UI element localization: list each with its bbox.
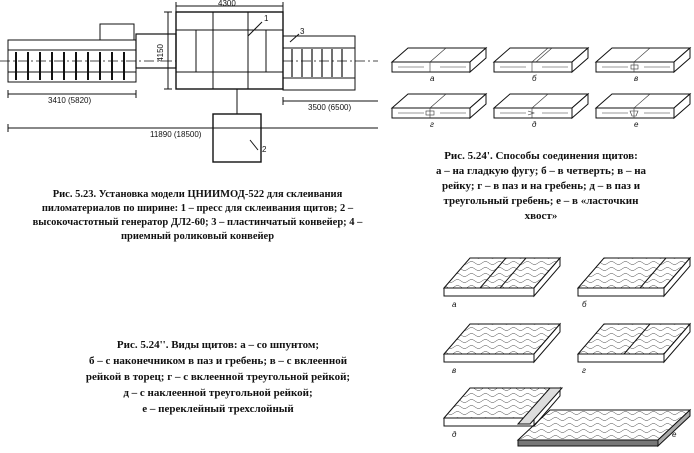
joint-label-e: е [634,120,639,129]
caption-joints-line-2: а – на гладкую фугу; б – в четверть; в –… [435,165,647,177]
caption-joints-line-1: Рис. 5.24'. Способы соединения щитов: [444,150,638,162]
dim-total-length: 11890 (18500) [150,130,202,139]
joint-label-g: г [430,120,434,129]
caption-fig-5-23: Рис. 5.23. Установка модели ЦНИИМОД-522 … [20,188,375,244]
caption-fig-5-24-joints: Рис. 5.24'. Способы соединения щитов: а … [392,149,690,224]
dim-height: 4150 [156,44,165,62]
panel-types-drawing [442,256,692,448]
caption-panels-line-4: д – с наклеенной треугольной рейкой; [123,387,313,399]
caption-joints-line-4: треугольный гребень; е – в «ласточкин [443,195,639,207]
joint-label-d: д [532,120,537,129]
caption-panels-line-3: рейкой в торец; г – с вклеенной треуголь… [85,371,351,383]
caption-fig-5-24-panels: Рис. 5.24''. Виды щитов: а – со шпунтом;… [18,337,418,417]
panel-label-b: б [582,300,587,309]
caption-panels-line-2: б – с наконечником в паз и гребень; в – … [88,355,348,367]
joint-label-a: а [430,74,435,83]
figure-5-24-panels [440,248,694,448]
dim-right-length: 3500 (6500) [308,103,352,112]
panel-label-a: а [452,300,457,309]
callout-1: 1 [264,14,269,23]
callout-2: 2 [262,145,267,154]
joint-methods-drawing [390,46,692,120]
callout-3: 3 [300,27,305,36]
figure-5-24-joints [388,40,694,140]
dim-top-width: 4300 [218,0,236,8]
panel-label-e: е [672,430,677,439]
panel-label-g: г [582,366,586,375]
caption-joints-line-3: рейку; г – в паз и на гребень; д – в паз… [441,180,641,192]
caption-fig-5-23-text: Рис. 5.23. Установка модели ЦНИИМОД-522 … [32,189,363,242]
plant-layout-drawing [0,2,378,163]
dim-left-length: 3410 (5820) [48,96,92,105]
caption-panels-line-1: Рис. 5.24''. Виды щитов: а – со шпунтом; [116,339,320,351]
figure-5-23 [0,0,380,185]
joint-label-b: б [532,74,537,83]
caption-panels-line-5: е – переклейный трехслойный [142,403,294,415]
caption-joints-line-5: хвост» [524,210,558,222]
joint-label-v: в [634,74,639,83]
panel-label-d: д [452,430,457,439]
panel-label-v: в [452,366,457,375]
